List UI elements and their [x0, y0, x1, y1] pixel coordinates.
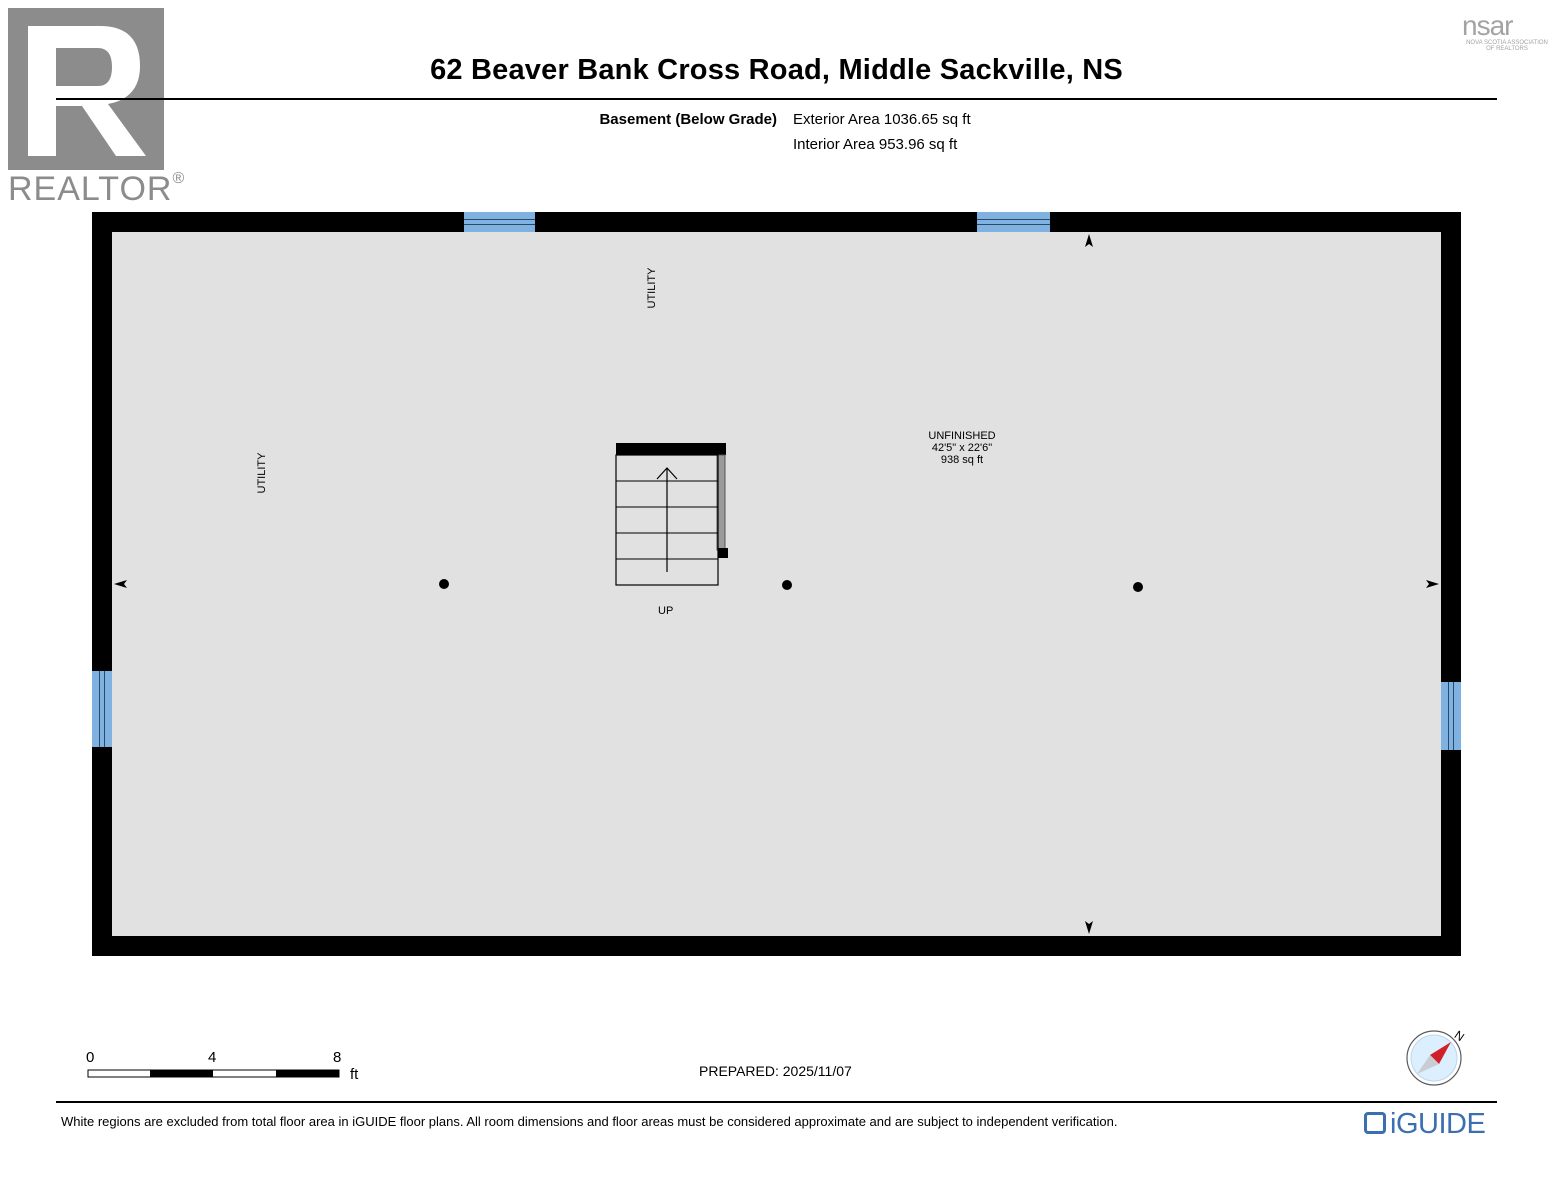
interior-area: Interior Area 953.96 sq ft: [793, 136, 958, 153]
scale-unit: ft: [350, 1066, 359, 1083]
realtor-wordmark: REALTOR®: [8, 170, 186, 208]
window-left: [92, 671, 112, 747]
scale-tick-0: 0: [86, 1049, 95, 1066]
utility-label-top: UTILITY: [646, 267, 658, 309]
prepared-date: PREPARED: 2025/11/07: [699, 1063, 852, 1079]
stair-up-label: UP: [658, 605, 674, 617]
utility-label-left: UTILITY: [256, 452, 268, 494]
footer-rule: [56, 1101, 1497, 1103]
scale-tick-8: 8: [333, 1049, 342, 1066]
floor-name: Basement (Below Grade): [599, 111, 777, 128]
realtor-logo: [8, 8, 164, 170]
page-title: 62 Beaver Bank Cross Road, Middle Sackvi…: [430, 54, 1123, 86]
room-area: 938 sq ft: [940, 454, 984, 466]
window-right: [1441, 682, 1461, 750]
disclaimer-text: White regions are excluded from total fl…: [61, 1114, 1118, 1129]
dimension-arrow-left: [114, 580, 127, 588]
exterior-area: Exterior Area 1036.65 sq ft: [793, 111, 971, 128]
room-dimensions: 42'5" x 22'6": [931, 442, 993, 454]
header-rule: [56, 98, 1497, 100]
scale-tick-4: 4: [208, 1049, 217, 1066]
nsar-subtitle: NOVA SCOTIA ASSOCIATION OF REALTORS: [1466, 40, 1548, 52]
staircase: [615, 443, 728, 586]
window-top-left: [464, 212, 535, 232]
dimension-arrow-right: [1426, 580, 1439, 588]
post-dot: [782, 580, 792, 590]
compass-icon: [1406, 1030, 1462, 1086]
scale-bar: [87, 1069, 340, 1078]
iguide-icon: [1364, 1112, 1386, 1134]
room-name: UNFINISHED: [928, 430, 996, 442]
floor-area: [112, 232, 1441, 936]
nsar-logo: nsar: [1462, 10, 1513, 41]
dimension-arrow-top: [1085, 234, 1093, 247]
dimension-arrow-bottom: [1085, 921, 1093, 934]
post-dot: [439, 579, 449, 589]
room-label: UNFINISHED 42'5" x 22'6" 938 sq ft: [902, 430, 1022, 466]
window-top-right: [977, 212, 1050, 232]
post-dot: [1133, 582, 1143, 592]
iguide-logo: iGUIDE: [1390, 1108, 1486, 1140]
